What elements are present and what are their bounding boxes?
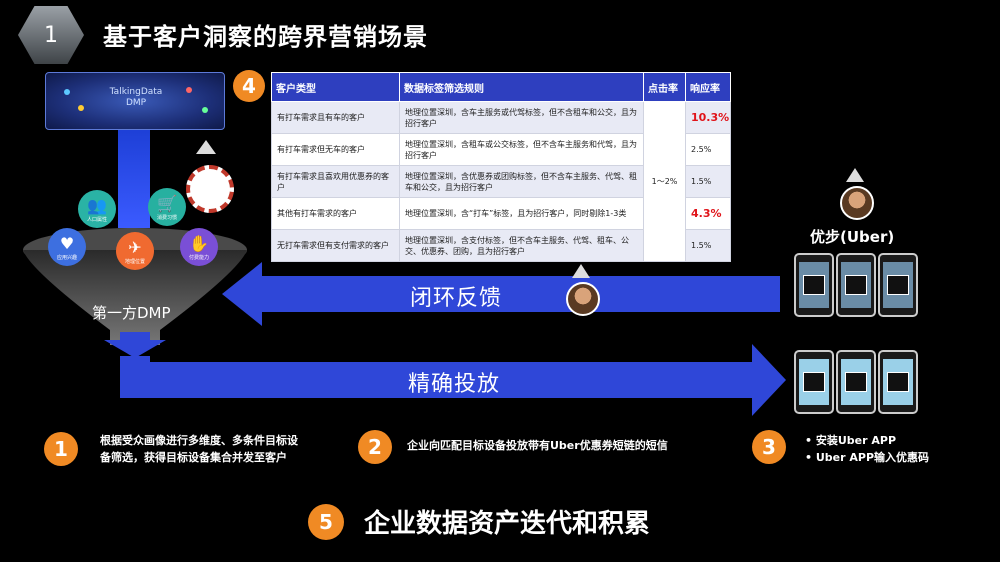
dmp-name-line1: TalkingData — [109, 87, 163, 97]
bullet-text: Uber APP输入优惠码 — [815, 451, 930, 464]
app-interest-icon: ♥应用兴趣 — [48, 228, 86, 266]
cell-response: 1.5% — [685, 229, 731, 262]
slide-number-hexagon: 1 — [18, 6, 84, 64]
cell-response: 1.5% — [685, 165, 731, 198]
step-3-list: • 安装Uber APP • Uber APP输入优惠码 — [805, 432, 929, 466]
talkingdata-dmp-panel: TalkingData DMP — [45, 72, 225, 130]
step-1-text: 根据受众画像进行多维度、多条件目标设备筛选，获得目标设备集合并发至客户 — [100, 434, 298, 464]
feedback-label: 闭环反馈 — [410, 286, 503, 311]
phone-image — [836, 253, 876, 317]
uber-user-avatar-icon — [840, 186, 874, 220]
step-2-badge: 2 — [358, 430, 392, 464]
cell-type: 有打车需求且喜欢用优惠券的客户 — [271, 165, 400, 198]
step-3-bullet: • Uber APP输入优惠码 — [805, 451, 930, 464]
first-party-dmp-label: 第一方DMP — [92, 304, 171, 322]
down-arrow-shaft — [118, 128, 150, 228]
location-icon: ✈地理位置 — [116, 232, 154, 270]
step-1-badge: 1 — [44, 432, 78, 466]
col-click-rate: 点击率 — [643, 72, 686, 102]
demographics-icon: 👥人口属性 — [78, 190, 116, 228]
icon-label: 应用兴趣 — [56, 254, 77, 261]
step-2-text: 企业向匹配目标设备投放带有Uber优惠券短链的短信 — [407, 439, 668, 452]
step-5-badge: 5 — [308, 504, 344, 540]
cell-rule: 地理位置深圳，含优惠券或团购标签，但不含车主服务、代驾、租车和公交，且为招行客户 — [399, 165, 644, 198]
panel-dot-icon — [78, 105, 84, 111]
icon-label: 地理位置 — [124, 258, 145, 265]
col-response-rate: 响应率 — [685, 72, 731, 102]
table-row: 其他有打车需求的客户 地理位置深圳，含“打车”标签，且为招行客户，同时剔除1-3… — [271, 197, 731, 230]
phone-image — [836, 350, 876, 414]
customer-avatar-icon — [566, 282, 600, 316]
cell-click-rate: 1～2% — [643, 101, 686, 262]
cell-rule: 地理位置深圳，含支付标签，但不含车主服务、代驾、租车、公交、优惠券、团购，且为招… — [399, 229, 644, 262]
icon-label: 消费习惯 — [156, 214, 177, 221]
customer-cycle-icon — [186, 165, 234, 213]
cell-type: 有打车需求但无车的客户 — [271, 133, 400, 166]
delivery-arrow — [120, 344, 786, 416]
panel-dot-icon — [202, 107, 208, 113]
customer-segment-table: 客户类型 数据标签筛选规则 点击率 响应率 有打车需求且有车的客户 地理位置深圳… — [271, 72, 731, 262]
step-3-badge: 3 — [752, 430, 786, 464]
cell-rule: 地理位置深圳，含租车或公交标签，但不含车主服务和代驾，且为招行客户 — [399, 133, 644, 166]
up-arrow-icon — [196, 140, 216, 154]
dmp-name-line2: DMP — [125, 98, 147, 108]
phone-image — [794, 253, 834, 317]
cell-response: 2.5% — [685, 133, 731, 166]
up-arrow-icon — [572, 264, 590, 278]
cell-response: 10.3% — [685, 101, 731, 134]
table-row: 有打车需求且有车的客户 地理位置深圳，含车主服务或代驾标签，但不含租车和公交，且… — [271, 101, 731, 262]
bottom-title: 企业数据资产迭代和积累 — [364, 509, 651, 539]
feedback-arrow — [222, 262, 780, 326]
step-4-badge: 4 — [233, 70, 265, 102]
cell-rule: 地理位置深圳，含车主服务或代驾标签，但不含租车和公交，且为招行客户 — [399, 101, 644, 134]
funnel-down-arrow — [104, 332, 166, 358]
icon-label: 人口属性 — [86, 216, 107, 223]
table-row: 有打车需求但无车的客户 地理位置深圳，含租车或公交标签，但不含车主服务和代驾，且… — [271, 133, 731, 166]
col-rule: 数据标签筛选规则 — [399, 72, 644, 102]
payment-ability-icon: ✋付费能力 — [180, 228, 218, 266]
table-row: 有打车需求且喜欢用优惠券的客户 地理位置深圳，含优惠券或团购标签，但不含车主服务… — [271, 165, 731, 198]
panel-dot-icon — [186, 87, 192, 93]
uber-label: 优步(Uber) — [810, 228, 895, 246]
cell-type: 有打车需求且有车的客户 — [271, 101, 400, 134]
bullet-text: 安装Uber APP — [815, 434, 897, 447]
table-header-row: 客户类型 数据标签筛选规则 点击率 响应率 — [271, 72, 731, 102]
page-title: 基于客户洞察的跨界营销场景 — [103, 23, 428, 51]
cell-type: 其他有打车需求的客户 — [271, 197, 400, 230]
cell-response: 4.3% — [685, 197, 731, 230]
delivery-label: 精确投放 — [408, 372, 501, 397]
funnel-body — [23, 250, 247, 345]
up-arrow-icon — [846, 168, 864, 182]
cell-rule: 地理位置深圳，含“打车”标签，且为招行客户，同时剔除1-3类 — [399, 197, 644, 230]
dmp-panel-name: TalkingData DMP — [106, 87, 166, 109]
panel-dot-icon — [64, 89, 70, 95]
col-customer-type: 客户类型 — [271, 72, 400, 102]
step-3-bullet: • 安装Uber APP — [805, 434, 897, 447]
phone-image — [878, 350, 918, 414]
table-row: 无打车需求但有支付需求的客户 地理位置深圳，含支付标签，但不含车主服务、代驾、租… — [271, 229, 731, 262]
icon-label: 付费能力 — [188, 254, 209, 261]
cell-type: 无打车需求但有支付需求的客户 — [271, 229, 400, 262]
phone-image — [794, 350, 834, 414]
phone-image — [878, 253, 918, 317]
consumption-habit-icon: 🛒消费习惯 — [148, 188, 186, 226]
